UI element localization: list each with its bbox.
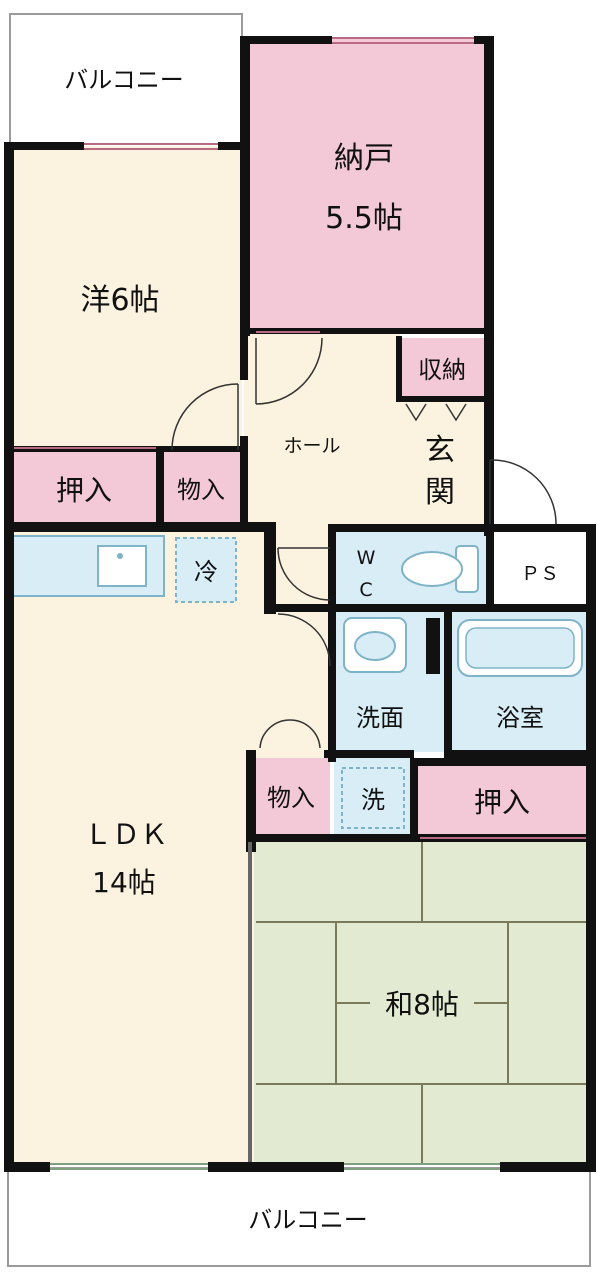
closet-western-label: 押入: [56, 474, 112, 507]
closet-japanese-label: 押入: [474, 786, 530, 819]
washer-label: 洗: [361, 786, 385, 814]
storage-small-1-label: 物入: [177, 476, 225, 504]
closet-japanese-area: [416, 766, 588, 836]
western-room-label: 洋6帖: [80, 283, 159, 318]
storage-room-name: 納戸: [334, 141, 394, 176]
kitchen-sink: [97, 545, 147, 587]
japanese-room-label: 和8帖: [385, 988, 459, 1021]
hall-label: ホール: [283, 435, 340, 457]
toilet-bowl: [401, 551, 463, 587]
wc-label-w: W: [357, 547, 376, 569]
wc-label-c: C: [359, 579, 372, 601]
balcony-top-area: [9, 13, 243, 145]
balcony-bottom-label: バルコニー: [248, 1206, 368, 1234]
storage-room-area: [244, 38, 486, 334]
closet-western-area: [10, 452, 158, 524]
storage-small-2-label: 物入: [267, 784, 315, 812]
genkan-area: [400, 400, 486, 524]
storage-room-size: 5.5帖: [325, 201, 403, 236]
storage-small-1-area: [162, 452, 240, 524]
genkan-label-2: 関: [425, 475, 455, 510]
balcony-bottom-area: [7, 1167, 591, 1267]
japanese-label-bg: [370, 982, 474, 1022]
windows: [14, 37, 586, 839]
room-labels: バルコニー 納戸 5.5帖 洋6帖 収納 ホール 玄 関 押入 物入 冷 W C…: [56, 66, 559, 1234]
balcony-windows: [50, 1163, 500, 1170]
fixtures: [11, 535, 583, 829]
ldk-name: ＬＤＫ: [84, 818, 168, 851]
basin-bowl: [354, 631, 396, 661]
storage-entry-label: 収納: [418, 356, 466, 384]
kitchen-drain: [117, 553, 123, 559]
ps-label: ＰＳ: [521, 563, 559, 585]
bathroom-label: 浴室: [496, 704, 544, 732]
ldk-size: 14帖: [92, 866, 156, 899]
tatami-lines: [256, 842, 588, 1164]
ps-area: [492, 532, 588, 608]
ldk-lower-area: [10, 750, 248, 1164]
fridge-space: [175, 537, 237, 603]
bathtub-inner: [465, 627, 575, 669]
storage-small-2-area: [252, 758, 330, 834]
door-swings: [171, 337, 557, 749]
washer-pan: [341, 767, 405, 829]
genkan-label-1: 玄: [425, 433, 455, 468]
storage-entry-area: [400, 338, 486, 400]
room-fills: [7, 13, 591, 1267]
washroom-label: 洗面: [356, 704, 404, 732]
balcony-top-label: バルコニー: [64, 66, 184, 94]
western-room-area: [10, 146, 242, 450]
fridge-label: 冷: [194, 558, 218, 586]
